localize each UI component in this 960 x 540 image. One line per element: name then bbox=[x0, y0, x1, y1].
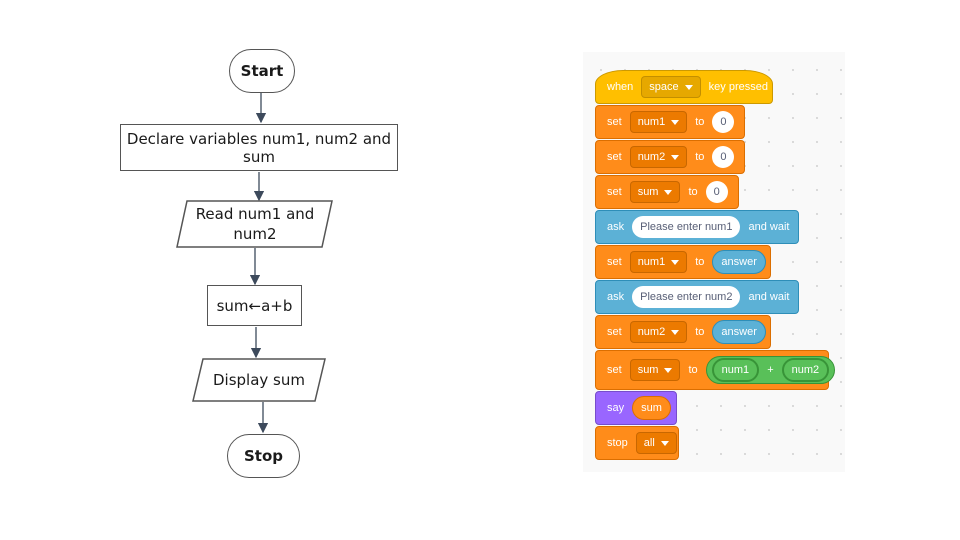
start-label: Start bbox=[240, 62, 284, 80]
variable-dropdown[interactable]: num1 bbox=[629, 111, 688, 133]
display-label: Display sum bbox=[213, 371, 305, 389]
chevron-down-icon bbox=[660, 440, 669, 446]
flowchart-connectors bbox=[176, 92, 333, 434]
variable-dropdown[interactable]: sum bbox=[629, 181, 681, 203]
set-num1-answer-block[interactable]: set num1 to answer bbox=[595, 245, 771, 279]
chevron-down-icon bbox=[684, 84, 693, 90]
key-pressed-label: key pressed bbox=[708, 81, 768, 93]
variable-dropdown[interactable]: num2 bbox=[629, 321, 688, 343]
variable-dropdown[interactable]: num1 bbox=[629, 251, 688, 273]
say-sum-block[interactable]: say sum bbox=[595, 391, 677, 425]
display-output: Display sum bbox=[196, 359, 322, 401]
to-label: to bbox=[695, 256, 705, 268]
stop-option-dropdown[interactable]: all bbox=[635, 432, 677, 454]
and-wait-label: and wait bbox=[748, 221, 790, 233]
when-label: when bbox=[607, 81, 634, 93]
num1-reporter[interactable]: num1 bbox=[711, 358, 760, 382]
num2-reporter[interactable]: num2 bbox=[781, 358, 830, 382]
key-dropdown[interactable]: space bbox=[641, 76, 701, 98]
chevron-down-icon bbox=[671, 259, 680, 265]
stop-terminal: Stop bbox=[227, 434, 300, 478]
when-key-pressed-block[interactable]: when space key pressed bbox=[595, 70, 773, 104]
read-label-line2: num2 bbox=[233, 225, 277, 243]
value-input[interactable]: 0 bbox=[712, 111, 735, 133]
say-label: say bbox=[607, 402, 625, 414]
to-label: to bbox=[695, 151, 705, 163]
to-label: to bbox=[695, 326, 705, 338]
chevron-down-icon bbox=[671, 329, 680, 335]
sum-process: sum←a+b bbox=[207, 285, 302, 326]
set-label: set bbox=[607, 256, 622, 268]
sum-label: sum←a+b bbox=[216, 296, 293, 315]
ask-label: ask bbox=[607, 291, 625, 303]
set-label: set bbox=[607, 364, 622, 376]
answer-reporter[interactable]: answer bbox=[712, 250, 766, 274]
set-label: set bbox=[607, 151, 622, 163]
add-operator[interactable]: num1 + num2 bbox=[705, 356, 836, 384]
stop-all-block[interactable]: stop all bbox=[595, 426, 679, 460]
ask-label: ask bbox=[607, 221, 625, 233]
read-label-line1: Read num1 and bbox=[195, 205, 315, 223]
chevron-down-icon bbox=[664, 367, 673, 373]
to-label: to bbox=[688, 364, 698, 376]
set-sum-block[interactable]: set sum to 0 bbox=[595, 175, 739, 209]
ask-num1-block[interactable]: ask Please enter num1 and wait bbox=[595, 210, 799, 244]
prompt-input[interactable]: Please enter num1 bbox=[632, 216, 741, 238]
value-input[interactable]: 0 bbox=[705, 181, 728, 203]
set-label: set bbox=[607, 116, 622, 128]
stop-label: stop bbox=[607, 437, 628, 449]
sum-reporter[interactable]: sum bbox=[632, 396, 671, 420]
plus-label: + bbox=[767, 364, 774, 376]
display-parallelogram bbox=[192, 358, 326, 402]
set-label: set bbox=[607, 326, 622, 338]
declare-label: Declare variables num1, num2 and sum bbox=[126, 129, 392, 166]
set-sum-add-block[interactable]: set sum to num1 + num2 bbox=[595, 350, 836, 390]
read-parallelogram bbox=[176, 200, 333, 248]
prompt-input[interactable]: Please enter num2 bbox=[632, 286, 741, 308]
chevron-down-icon bbox=[664, 189, 673, 195]
to-label: to bbox=[695, 116, 705, 128]
variable-dropdown[interactable]: num2 bbox=[629, 146, 688, 168]
answer-reporter[interactable]: answer bbox=[712, 320, 766, 344]
value-input[interactable]: 0 bbox=[712, 146, 735, 168]
set-label: set bbox=[607, 186, 622, 198]
stop-label: Stop bbox=[243, 447, 284, 465]
chevron-down-icon bbox=[671, 119, 680, 125]
chevron-down-icon bbox=[671, 154, 680, 160]
variable-dropdown[interactable]: sum bbox=[629, 359, 681, 381]
set-num1-block[interactable]: set num1 to 0 bbox=[595, 105, 745, 139]
and-wait-label: and wait bbox=[748, 291, 790, 303]
read-input: Read num1 and num2 bbox=[180, 201, 330, 247]
set-num2-block[interactable]: set num2 to 0 bbox=[595, 140, 745, 174]
flowchart: Start Declare variables num1, num2 and s… bbox=[120, 49, 398, 478]
start-terminal: Start bbox=[229, 49, 295, 93]
to-label: to bbox=[688, 186, 698, 198]
declare-process: Declare variables num1, num2 and sum bbox=[120, 124, 398, 171]
ask-num2-block[interactable]: ask Please enter num2 and wait bbox=[595, 280, 799, 314]
set-num2-answer-block[interactable]: set num2 to answer bbox=[595, 315, 771, 349]
scratch-script-area[interactable]: when space key pressed set num1 to 0 set… bbox=[583, 52, 845, 472]
